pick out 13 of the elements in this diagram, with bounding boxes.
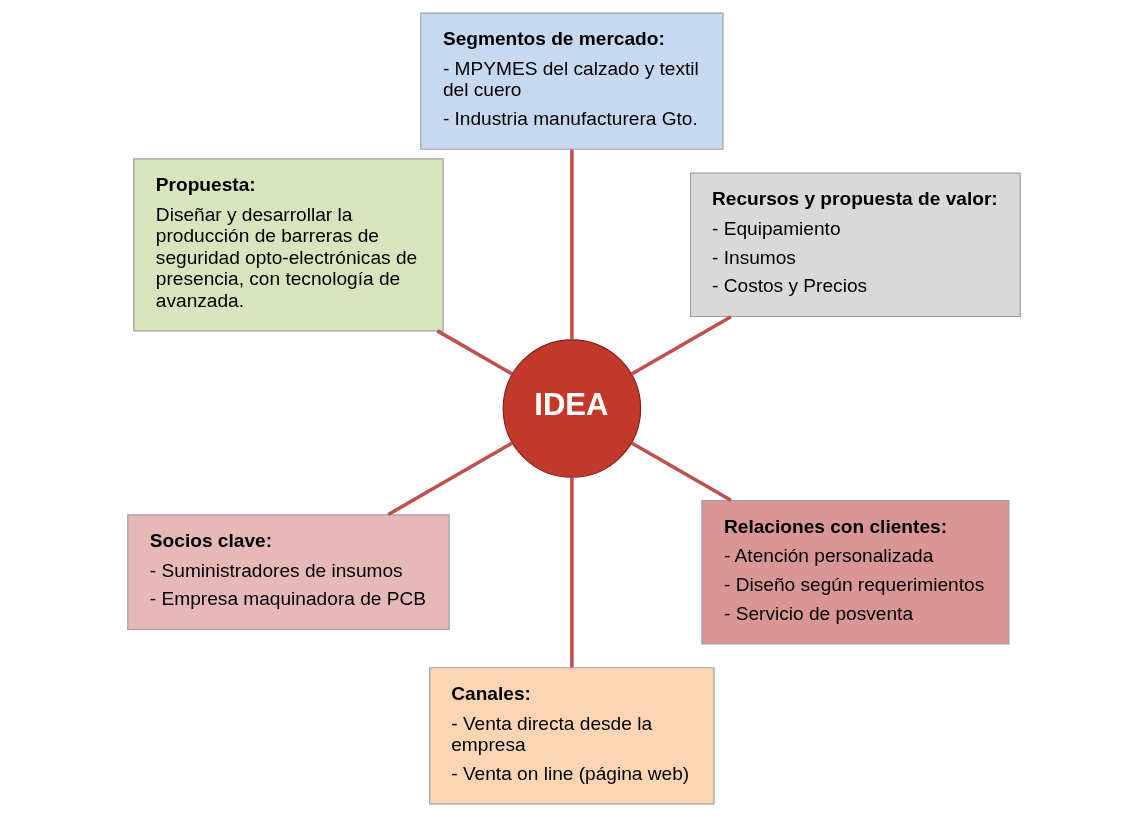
node-box: Canales: - Venta directa desde la empresa - Venta on line (página web) (428, 667, 715, 805)
connector (569, 149, 574, 340)
node-circle: IDEA (502, 339, 641, 478)
node-box: Socios clave: - Suministradores de insumos - Empresa maquinadora de PCB (126, 514, 450, 631)
node-box: Relaciones con clientes: - Atención personalizada - Diseño según requerimientos - Servicio de posventa (700, 499, 1009, 645)
connector (386, 441, 513, 517)
node-box: Segmentos de mercado: - MPYMES del calzado y textil del cuero - Industria manufacturera Gto. (419, 12, 724, 150)
connector (630, 441, 732, 502)
connector (569, 477, 574, 668)
node-box: Recursos y propuesta de valor: - Equipamiento - Insumos - Costos y Precios (689, 172, 1021, 318)
connector (436, 329, 513, 376)
connector (630, 315, 732, 376)
node-box: Propuesta: Diseñar y desarrollar la producción de barreras de seguridad opto-electrónicas de presencia, con tecnología de avanzada. (132, 158, 444, 332)
